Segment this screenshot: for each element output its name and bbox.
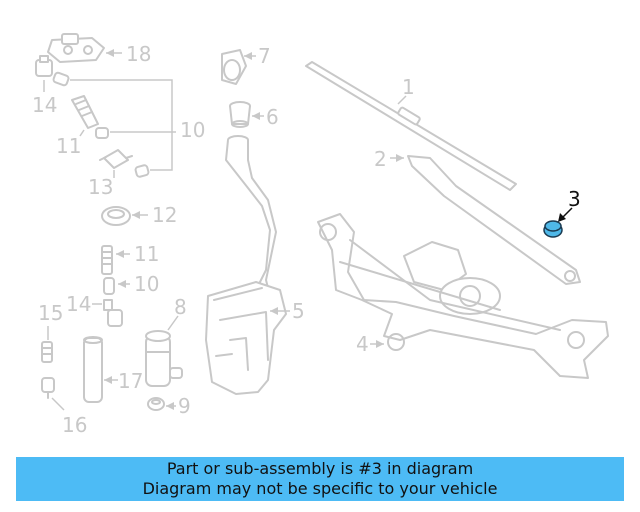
callout-15[interactable]: 15 — [38, 301, 63, 325]
part-10-hose-connectors[interactable] — [52, 71, 150, 178]
callout-2[interactable]: 2 — [374, 147, 387, 171]
part-11-hose-lower[interactable] — [101, 245, 113, 275]
part-5-reservoir[interactable] — [205, 135, 287, 395]
banner-line-1: Part or sub-assembly is #3 in diagram — [166, 459, 474, 478]
callout-17[interactable]: 17 — [118, 369, 143, 393]
callout-3[interactable]: 3 — [568, 187, 581, 211]
part-2-wiper-arm[interactable] — [407, 155, 581, 285]
info-banner: Part or sub-assembly is #3 in diagram Di… — [16, 457, 624, 501]
callout-10-top[interactable]: 10 — [180, 118, 205, 142]
part-12-grommet[interactable] — [101, 206, 131, 226]
part-9-grommet[interactable] — [147, 397, 165, 411]
callout-16[interactable]: 16 — [62, 413, 87, 437]
callout-6[interactable]: 6 — [266, 105, 279, 129]
part-17-hose[interactable] — [83, 336, 103, 403]
part-4-wiper-linkage[interactable] — [317, 213, 609, 379]
callout-14-lower[interactable]: 14 — [66, 292, 91, 316]
part-7-cap[interactable] — [221, 49, 247, 85]
callout-8[interactable]: 8 — [174, 295, 187, 319]
banner-line-2: Diagram may not be specific to your vehi… — [142, 479, 498, 498]
callout-12[interactable]: 12 — [152, 203, 177, 227]
callout-11-top[interactable]: 11 — [56, 134, 81, 158]
callout-4[interactable]: 4 — [356, 332, 369, 356]
callout-14-top[interactable]: 14 — [32, 93, 57, 117]
callout-1[interactable]: 1 — [402, 75, 415, 99]
part-16-plug[interactable] — [41, 377, 55, 399]
callout-9[interactable]: 9 — [178, 394, 191, 418]
part-13-check-valve[interactable] — [99, 149, 133, 169]
part-18-nozzle[interactable] — [47, 33, 105, 63]
part-14-connector-lower[interactable] — [103, 299, 123, 327]
callout-18[interactable]: 18 — [126, 42, 151, 66]
part-6-neck-seal[interactable] — [229, 101, 251, 128]
callout-5[interactable]: 5 — [292, 299, 305, 323]
part-1-wiper-blade[interactable] — [305, 61, 517, 191]
part-14-connector-top[interactable] — [35, 55, 53, 77]
callout-11-lower[interactable]: 11 — [134, 242, 159, 266]
parts-diagram: 18 14 10 11 13 12 — [32, 33, 609, 437]
callout-13[interactable]: 13 — [88, 175, 113, 199]
part-15-sensor[interactable] — [41, 341, 53, 363]
part-3-highlighted-cap[interactable] — [543, 220, 563, 238]
part-8-washer-pump[interactable] — [145, 330, 183, 387]
part-10-connector-lower[interactable] — [103, 277, 115, 295]
callout-7[interactable]: 7 — [258, 44, 271, 68]
part-11-hose-top[interactable] — [71, 95, 99, 129]
callout-10-lower[interactable]: 10 — [134, 272, 159, 296]
